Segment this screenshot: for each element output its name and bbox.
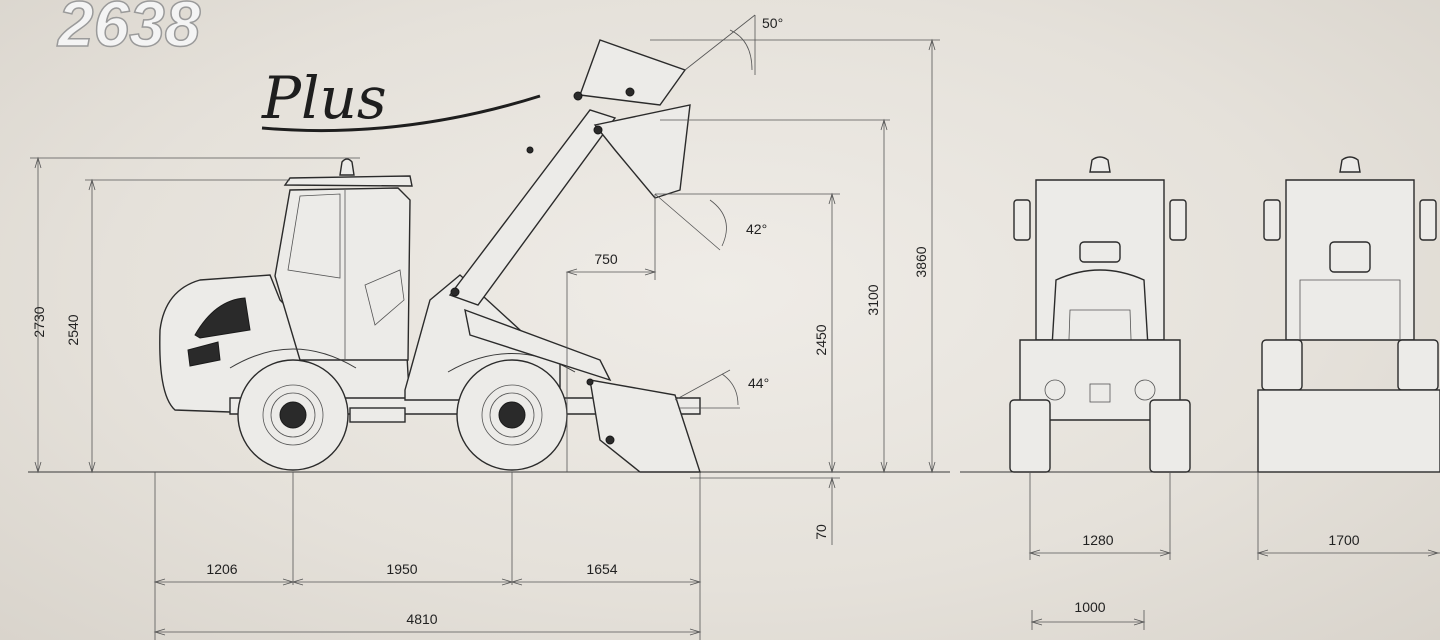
front-wheel	[456, 359, 568, 471]
loader-side-view	[159, 39, 701, 473]
dim-bucket-width: 1700	[1328, 532, 1359, 548]
rear-bucket	[1257, 389, 1440, 473]
dim-bucket-pivot-height: 3100	[865, 284, 881, 315]
logo-swash	[261, 94, 541, 133]
bucket-ground	[589, 379, 701, 473]
cab-roof	[283, 175, 413, 187]
cab-window	[287, 193, 341, 279]
boom-lowered	[464, 308, 612, 382]
dim-reach: 750	[594, 251, 618, 267]
grille-lower	[187, 341, 221, 367]
dim-track-width: 1280	[1082, 532, 1113, 548]
angle-dump: 42°	[746, 221, 767, 237]
loader-rear-view	[1257, 156, 1440, 473]
dim-front-overhang: 1206	[206, 561, 237, 577]
rear-seat	[1329, 241, 1371, 273]
logo: 2638 Plus	[56, 0, 541, 133]
front-wheel-right	[1149, 399, 1191, 473]
dim-height-cab: 2540	[65, 314, 81, 345]
dim-inner-width: 1000	[1074, 599, 1105, 615]
logo-model: 2638	[57, 0, 201, 60]
angle-rollback-top: 50°	[762, 15, 783, 31]
dimension-lines	[30, 14, 1440, 640]
seat	[364, 269, 405, 326]
dim-wheelbase: 1950	[386, 561, 417, 577]
beacon	[339, 158, 355, 176]
boom-raised	[448, 109, 617, 306]
dim-dig-depth: 70	[813, 524, 829, 540]
grille	[194, 297, 251, 339]
logo-suffix: Plus	[261, 64, 387, 132]
dim-max-pin-height: 3860	[913, 246, 929, 277]
dim-dump-height: 2450	[813, 324, 829, 355]
dim-height-cab-beacon: 2730	[31, 306, 47, 337]
rear-wheel	[237, 359, 349, 471]
dim-rear-overhang: 1654	[586, 561, 617, 577]
front-wheel-left	[1009, 399, 1051, 473]
loader-front-view	[1009, 156, 1191, 473]
dim-overall-length: 4810	[406, 611, 437, 627]
angle-rollback-ground: 44°	[748, 375, 769, 391]
dimension-labels: 2730 2540 3860 3100 2450 70 750 1206 195…	[31, 15, 1360, 627]
